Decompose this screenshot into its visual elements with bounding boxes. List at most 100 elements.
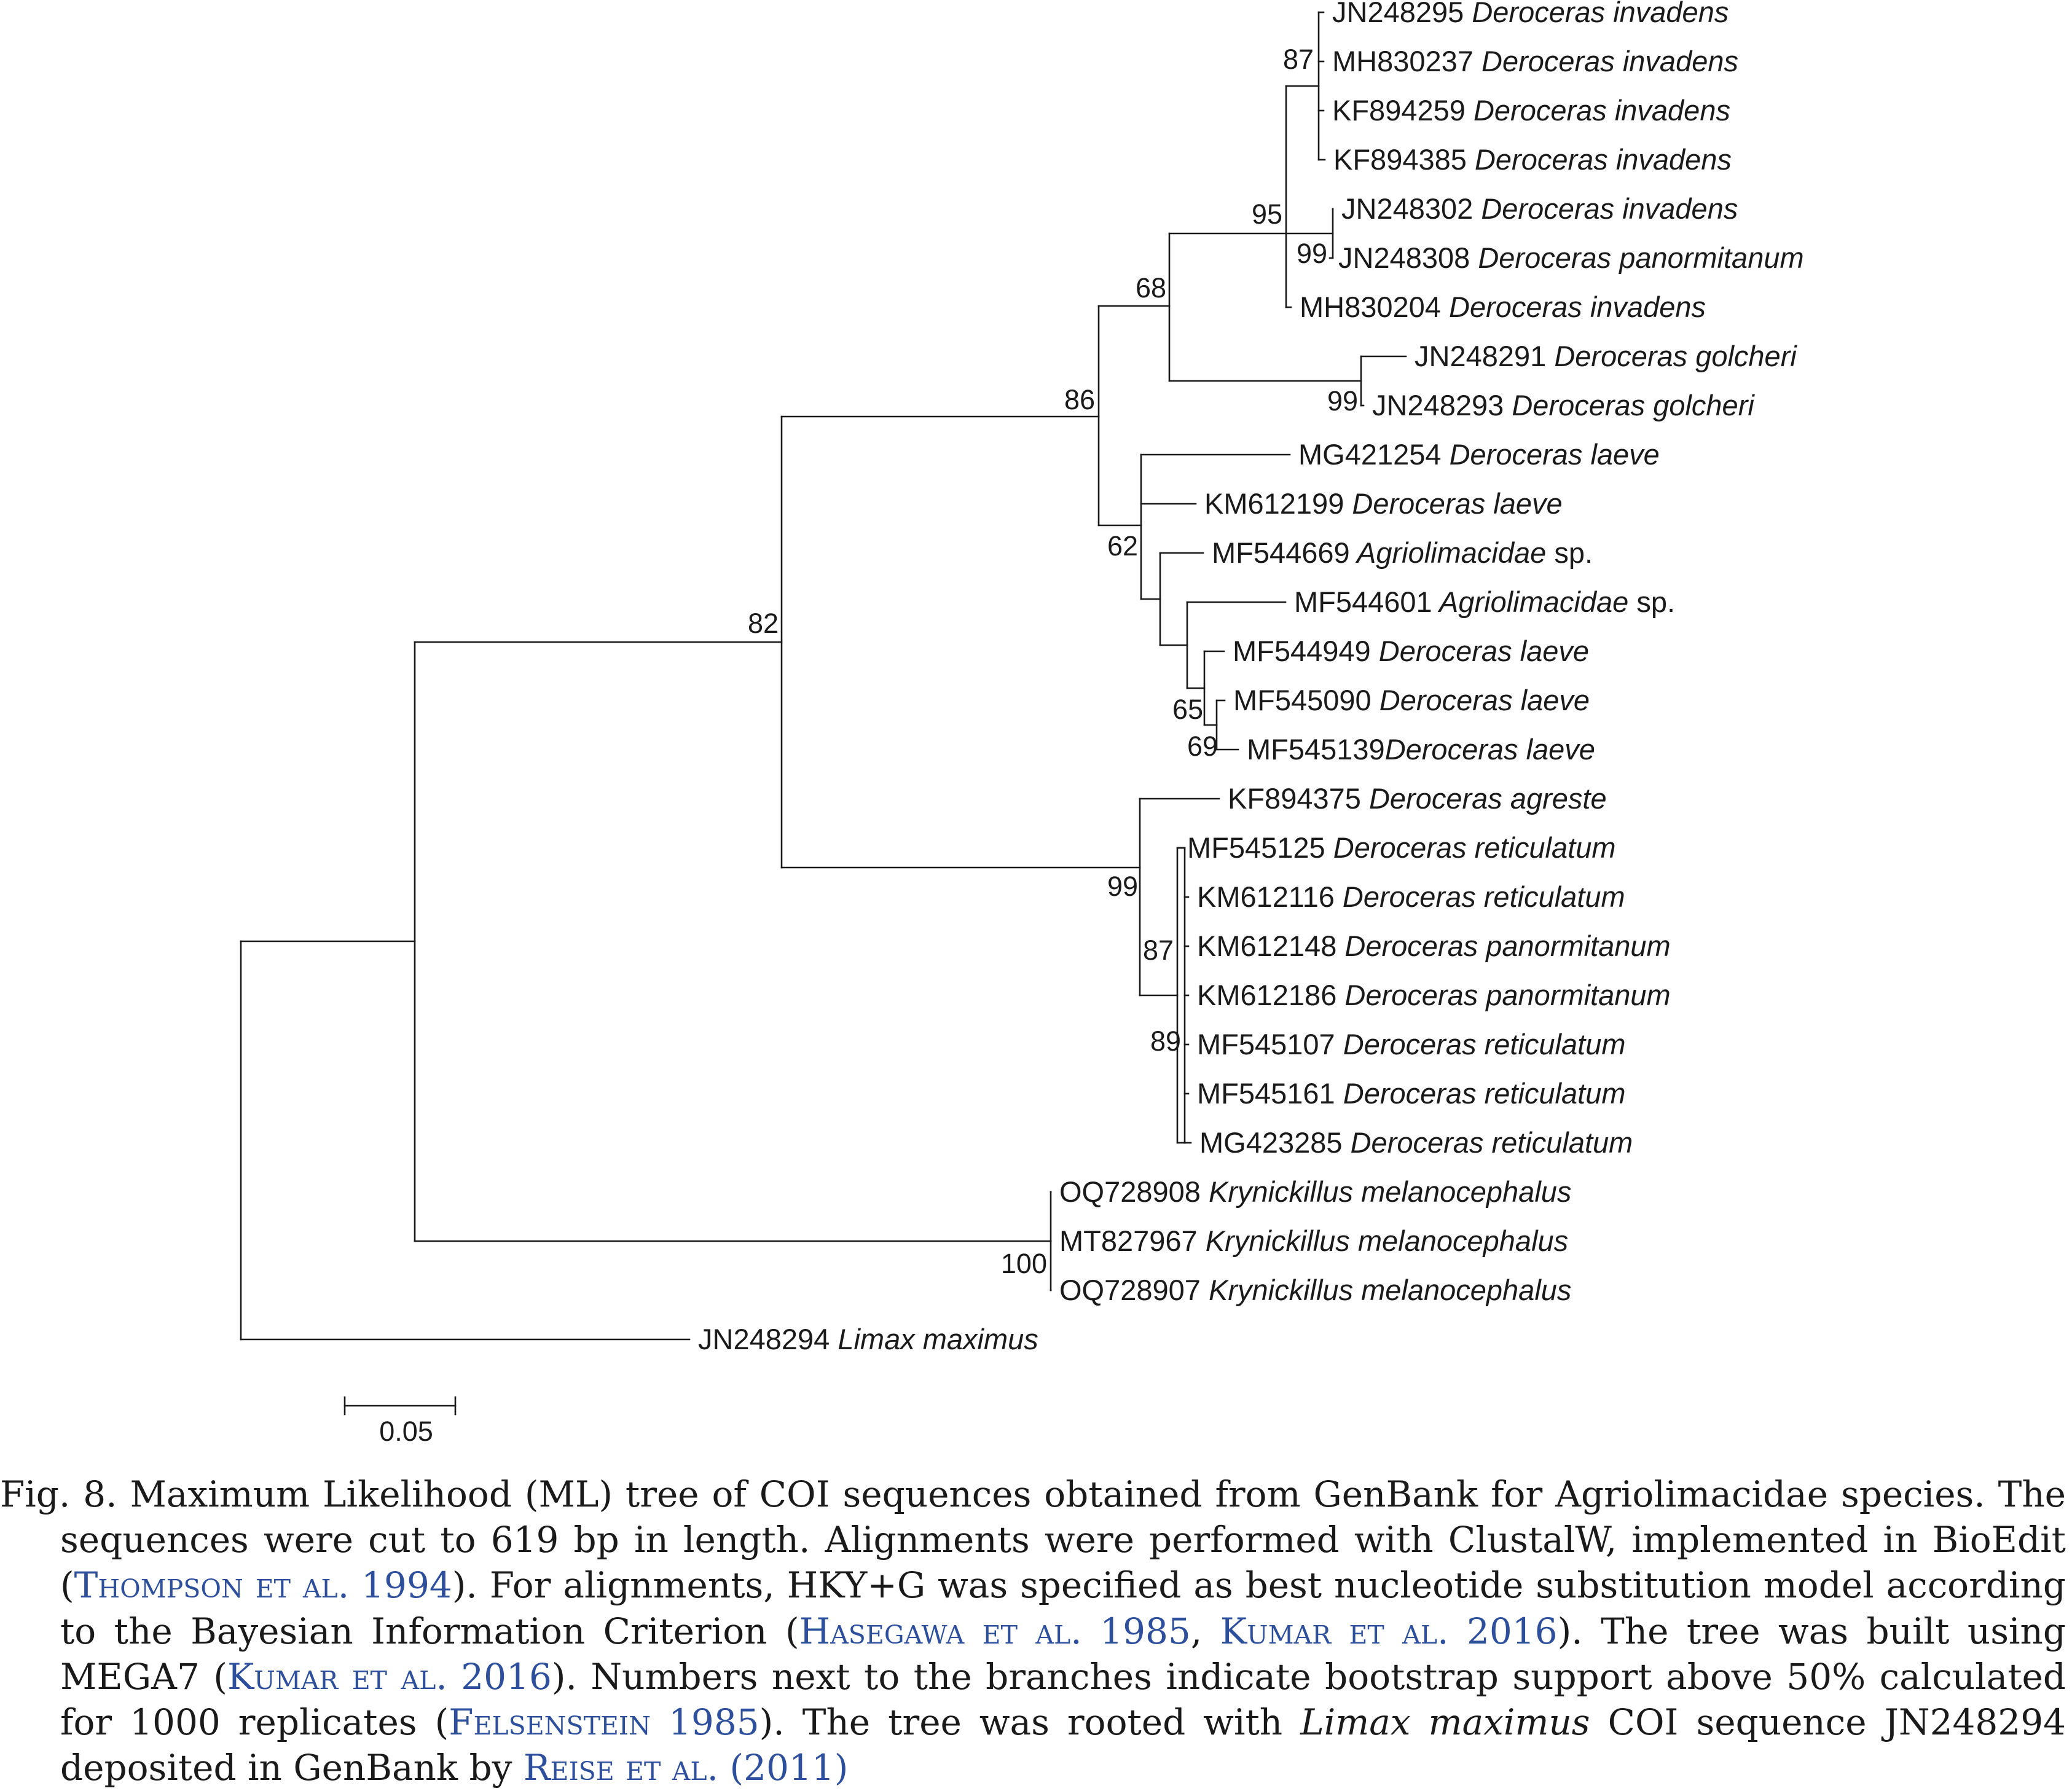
species-name: Krynickillus melanocephalus [1201,1274,1571,1306]
accession-number: MF544601 [1294,586,1432,618]
species-name: Deroceras invadens [1467,143,1732,176]
caption-text: Maximum Likelihood (ML) tree of COI sequ… [60,1473,2066,1607]
species-name: Deroceras agreste [1361,782,1607,815]
bootstrap-support: 99 [1297,238,1327,269]
accession-number: JN248294 [698,1323,830,1355]
citation-link[interactable]: Felsenstein [449,1701,651,1744]
citation-link[interactable]: Thompson et al. [74,1564,350,1607]
species-name: Limax maximus [1300,1701,1590,1744]
species-name: Deroceras reticulatum [1335,1028,1626,1060]
leaf-label: MT827967 Krynickillus melanocephalus [1059,1225,1568,1257]
leaf-label: MF545090 Deroceras laeve [1233,684,1590,716]
species-name: Agriolimacidae [1350,536,1547,569]
leaf-label: MG423285 Deroceras reticulatum [1199,1126,1633,1159]
accession-number: MF544949 [1233,635,1371,667]
accession-number: JN248308 [1338,241,1470,274]
leaf-label: MH830204 Deroceras invadens [1300,291,1706,323]
leaf-label: MF544669 Agriolimacidae sp. [1212,536,1593,569]
species-name: Deroceras reticulatum [1335,880,1625,913]
species-name: Deroceras reticulatum [1335,1077,1626,1110]
caption-text: ). Numbers next to the branches indicate… [60,1655,2066,1744]
species-name: Deroceras laeve [1371,635,1589,667]
leaf-label: JN248308 Deroceras panormitanum [1338,241,1804,274]
accession-number: KM612199 [1204,487,1344,520]
citation-year[interactable]: 1985 [669,1701,759,1744]
citation-year[interactable]: 1994 [361,1564,452,1607]
leaf-label: KM612148 Deroceras panormitanum [1197,930,1671,962]
bootstrap-support: 82 [748,608,779,639]
bootstrap-support: 99 [1107,871,1138,902]
species-name: Deroceras panormitanum [1336,979,1670,1011]
bootstrap-support: 62 [1107,530,1138,562]
caption-text: ). The tree was rooted with [759,1701,1301,1744]
bootstrap-support: 68 [1136,272,1166,304]
species-name: Limax maximus [830,1323,1038,1355]
leaf-label: MF544949 Deroceras laeve [1233,635,1589,667]
accession-number: KM612186 [1197,979,1336,1011]
accession-number: MF545125 [1187,831,1325,864]
accession-number: JN248295 [1332,0,1464,28]
bootstrap-support: 69 [1187,731,1218,762]
citation-link[interactable]: Kumar et al. [1220,1610,1449,1652]
citation-year[interactable]: 1985 [1100,1610,1191,1652]
species-name: Deroceras invadens [1464,0,1729,28]
accession-number: JN248293 [1372,389,1504,421]
bootstrap-support: 87 [1143,935,1174,966]
leaf-label: KF894375 Deroceras agreste [1228,782,1607,815]
bootstrap-support: 87 [1283,44,1314,75]
accession-number: KF894385 [1333,143,1467,176]
leaf-label: JN248295 Deroceras invadens [1332,0,1729,28]
species-name: Deroceras laeve [1442,438,1660,471]
citation-link[interactable]: Reise et al. [523,1747,719,1789]
figure-label: Fig. 8. [0,1473,117,1515]
leaf-label: MF545107 Deroceras reticulatum [1197,1028,1625,1060]
leaf-label: KM612116 Deroceras reticulatum [1197,880,1625,913]
accession-number: JN248291 [1415,340,1546,372]
species-name: Deroceras panormitanum [1470,241,1803,274]
species-suffix: sp. [1546,536,1593,569]
species-name: Deroceras reticulatum [1325,831,1616,864]
species-name: Deroceras laeve [1372,684,1590,716]
accession-number: MG421254 [1298,438,1442,471]
species-suffix: sp. [1628,586,1675,618]
accession-number: MH830237 [1332,45,1474,77]
bootstrap-support: 95 [1252,198,1282,230]
bootstrap-support: 99 [1327,385,1358,417]
leaf-label: KM612199 Deroceras laeve [1204,487,1563,520]
species-name: Deroceras reticulatum [1343,1126,1633,1159]
leaf-label: MH830237 Deroceras invadens [1332,45,1738,77]
leaf-label: KF894385 Deroceras invadens [1333,143,1732,176]
species-name: Krynickillus melanocephalus [1198,1225,1568,1257]
leaf-label: MF545161 Deroceras reticulatum [1197,1077,1625,1110]
species-name: Krynickillus melanocephalus [1201,1175,1571,1208]
bootstrap-support: 89 [1150,1025,1181,1057]
accession-number: MF545090 [1233,684,1372,716]
accession-number: MH830204 [1300,291,1441,323]
leaf-label: JN248293 Deroceras golcheri [1372,389,1755,421]
accession-number: MF545107 [1197,1028,1335,1060]
accession-number: KM612148 [1197,930,1336,962]
caption-paragraph: Fig. 8. Maximum Likelihood (ML) tree of … [0,1472,2066,1791]
species-name: Deroceras golcheri [1546,340,1797,372]
leaf-label: KM612186 Deroceras panormitanum [1197,979,1671,1011]
citation-year[interactable]: 2016 [461,1655,552,1698]
accession-number: JN248302 [1341,192,1473,225]
citation-year[interactable]: (2011) [729,1747,849,1789]
bootstrap-support: 65 [1172,694,1203,725]
citation-year[interactable]: 2016 [1466,1610,1558,1652]
species-name: Deroceras laeve [1344,487,1562,520]
citation-link[interactable]: Kumar et al. [227,1655,447,1698]
citation-link[interactable]: Hasegawa et al. [799,1610,1082,1652]
leaf-label: MF544601 Agriolimacidae sp. [1294,586,1675,618]
tree-branches [240,11,1407,1341]
species-name: Deroceras invadens [1474,45,1738,77]
accession-number: KM612116 [1197,880,1335,913]
figure-caption: Fig. 8. Maximum Likelihood (ML) tree of … [0,1472,2066,1791]
leaf-label: OQ728907 Krynickillus melanocephalus [1059,1274,1571,1306]
bootstrap-support: 86 [1064,384,1095,415]
accession-number: OQ728907 [1059,1274,1201,1306]
leaf-label: JN248291 Deroceras golcheri [1415,340,1797,372]
species-name: Deroceras laeve [1385,733,1595,766]
